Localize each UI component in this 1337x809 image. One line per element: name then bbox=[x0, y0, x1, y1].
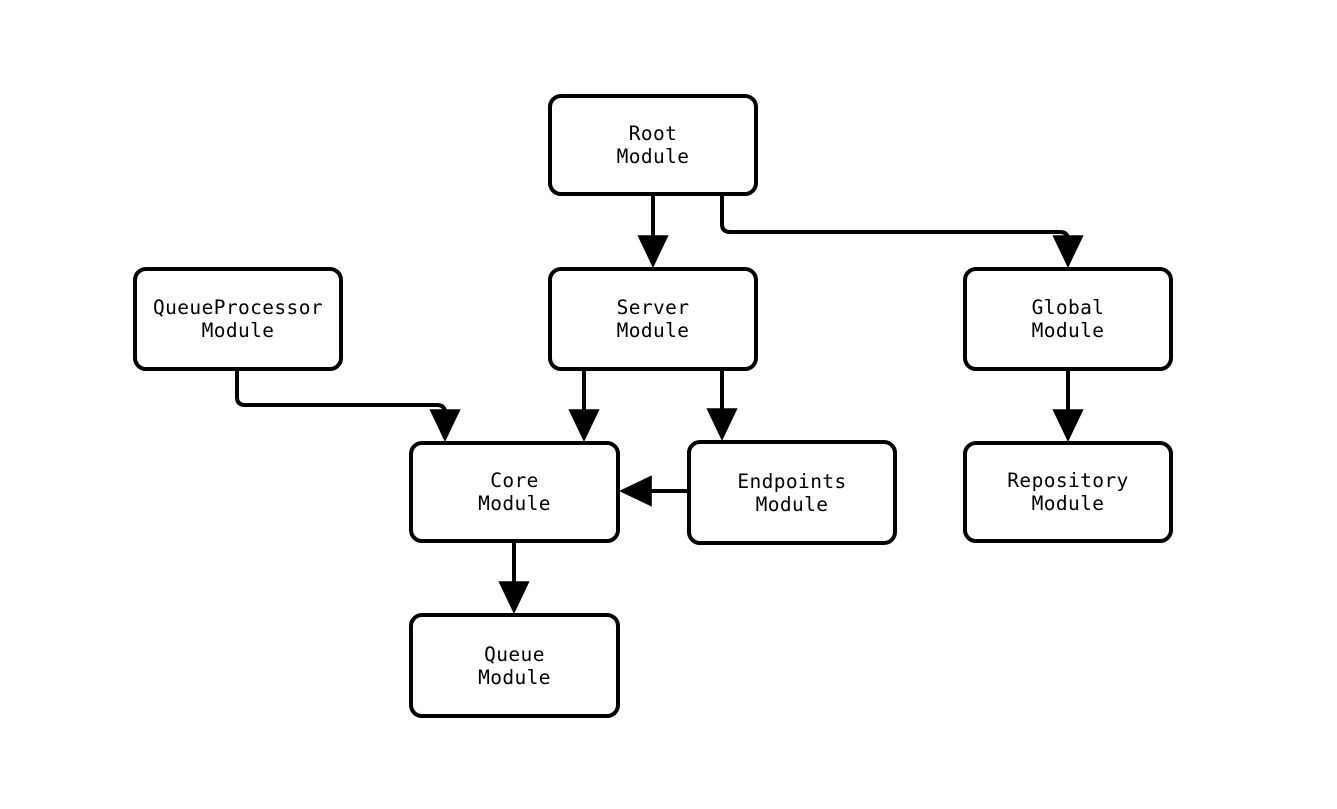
node-repository-module[interactable]: Repository Module bbox=[963, 441, 1173, 543]
node-queueprocessor-module[interactable]: QueueProcessor Module bbox=[133, 267, 343, 371]
node-label-line2: Module bbox=[478, 665, 551, 689]
node-label-line2: Module bbox=[616, 319, 690, 342]
node-server-module[interactable]: Server Module bbox=[548, 267, 758, 371]
edge-root-to-global bbox=[720, 196, 1084, 269]
node-core-module[interactable]: Core Module bbox=[409, 441, 620, 543]
node-queue-module[interactable]: Queue Module bbox=[409, 613, 620, 718]
node-label-line2: Module bbox=[1031, 492, 1105, 515]
node-label-line1: Endpoints bbox=[737, 469, 847, 493]
edge-queueprocessor-to-core bbox=[235, 371, 461, 443]
node-label-line2: Module bbox=[1031, 319, 1105, 342]
node-label-line1: Root bbox=[628, 122, 678, 145]
node-endpoints-module[interactable]: Endpoints Module bbox=[687, 440, 897, 545]
node-label-line2: Module bbox=[478, 492, 551, 515]
node-label-line1: Repository bbox=[1007, 469, 1129, 492]
node-label-line1: Global bbox=[1031, 296, 1105, 319]
node-label-line1: QueueProcessor bbox=[153, 296, 323, 319]
node-label-line1: Queue bbox=[484, 642, 545, 666]
node-label-line1: Core bbox=[490, 469, 539, 492]
node-label-line2: Module bbox=[616, 145, 690, 168]
node-label-line1: Server bbox=[616, 296, 690, 319]
node-label-line2: Module bbox=[201, 319, 275, 342]
node-label-line2: Module bbox=[755, 492, 829, 516]
node-global-module[interactable]: Global Module bbox=[963, 267, 1173, 371]
node-root-module[interactable]: Root Module bbox=[548, 94, 758, 196]
